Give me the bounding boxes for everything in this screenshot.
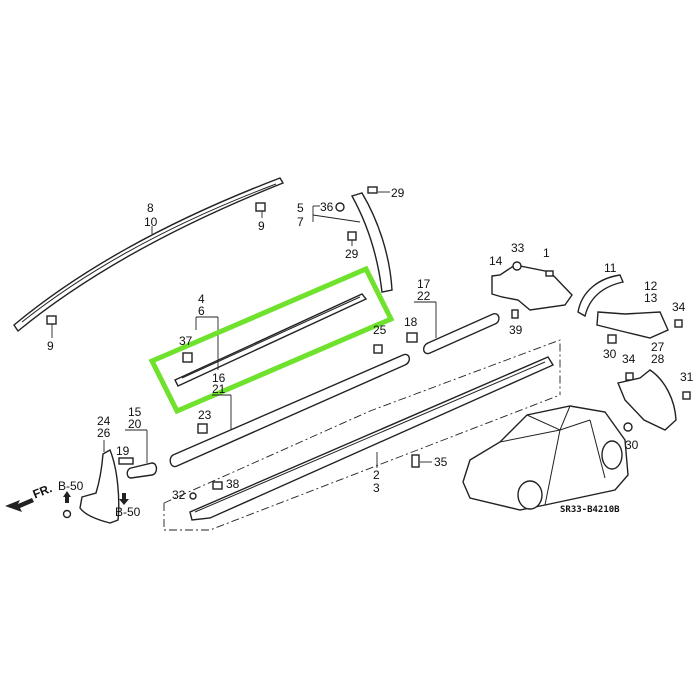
- splash-12: [596, 311, 669, 339]
- callout: 23: [198, 408, 212, 422]
- callout: 4: [198, 292, 205, 306]
- nut-34-mid: [625, 372, 634, 381]
- front-label: FR.: [31, 481, 54, 501]
- callout: 1: [543, 246, 550, 260]
- rear-mudguard-27: [617, 369, 677, 431]
- callout: 3: [373, 481, 380, 495]
- callout: 17: [417, 277, 431, 291]
- callout: 22: [417, 289, 431, 303]
- callout: 5: [297, 201, 304, 215]
- callout: 11: [604, 261, 617, 275]
- arrow-down-icon: [119, 493, 129, 505]
- pillar-garnish: [312, 192, 393, 293]
- roof-molding: [13, 177, 285, 333]
- callout: 6: [198, 304, 205, 318]
- callout: 15: [128, 405, 142, 419]
- callout: 28: [651, 352, 665, 366]
- callout: 8: [147, 201, 154, 215]
- clip-35: [411, 454, 432, 468]
- callout: 34: [622, 352, 636, 366]
- front-mudguard: [79, 440, 120, 524]
- callout: 13: [644, 291, 658, 305]
- callout: 38: [226, 477, 240, 491]
- clip-25: [373, 344, 383, 354]
- callout: 9: [47, 339, 54, 353]
- callout: 21: [212, 382, 226, 396]
- callout: 31: [680, 370, 694, 384]
- clip-18: [406, 332, 418, 343]
- callout: B-50: [115, 505, 141, 519]
- fender-molding: [414, 301, 500, 355]
- callout: 7: [297, 215, 304, 229]
- clip-1: [545, 270, 554, 277]
- callout: 12: [644, 279, 658, 293]
- highlight-box: [148, 265, 395, 415]
- clip-31: [682, 391, 691, 400]
- fender-flare-11: [577, 274, 624, 318]
- callout: 24: [97, 414, 111, 428]
- screw-b50: [62, 509, 72, 519]
- screw-29-mid: [347, 231, 357, 246]
- screw-29-top: [367, 186, 390, 194]
- front-direction-arrow-icon: [5, 498, 34, 512]
- callout: 20: [128, 417, 142, 431]
- callout: 16: [212, 371, 226, 385]
- callout: 30: [625, 438, 639, 452]
- callout: 39: [509, 323, 523, 337]
- callout: 9: [258, 219, 265, 233]
- diagram-code: SR33-B4210B: [560, 505, 620, 515]
- bracket-14: [491, 264, 573, 311]
- clip-32: [189, 492, 197, 500]
- car-illustration: [462, 405, 629, 511]
- nut-36: [335, 202, 345, 212]
- callout: B-50: [58, 479, 84, 493]
- clip-9-top: [255, 202, 266, 218]
- belt-molding: [174, 293, 368, 387]
- callout: 33: [511, 241, 525, 255]
- clip-19: [118, 457, 134, 465]
- callout: 32: [172, 488, 186, 502]
- arrow-up-icon: [63, 491, 71, 503]
- clip-39: [511, 309, 519, 319]
- clip-37: [182, 352, 193, 363]
- callout: 25: [373, 323, 387, 337]
- callout: 34: [672, 300, 686, 314]
- callout: 26: [97, 426, 111, 440]
- callout: 19: [116, 444, 130, 458]
- clip-30-upper: [607, 334, 617, 344]
- clip-23: [197, 423, 208, 434]
- callout: 29: [391, 186, 405, 200]
- callout: 10: [144, 215, 158, 229]
- side-sill-garnish: [163, 339, 561, 531]
- callout: 27: [651, 340, 665, 354]
- nut-34-right: [674, 319, 683, 328]
- callout-labels: 8 10 9 9 5 7 36 29 29 4 6 37 16 21 23 25…: [31, 186, 694, 519]
- callout: 2: [373, 468, 380, 482]
- callout: 30: [603, 347, 617, 361]
- callout: 14: [489, 254, 503, 268]
- callout: 35: [434, 455, 448, 469]
- callout: 29: [345, 247, 359, 261]
- clip-30-lower: [623, 422, 633, 432]
- callout: 18: [404, 315, 418, 329]
- garnish-15: [125, 429, 158, 479]
- callout: 37: [179, 334, 193, 348]
- nut-33: [512, 261, 522, 271]
- clip-9-left: [46, 315, 57, 338]
- door-molding: [169, 353, 410, 468]
- callout: 36: [320, 200, 334, 214]
- screw-38: [212, 481, 223, 490]
